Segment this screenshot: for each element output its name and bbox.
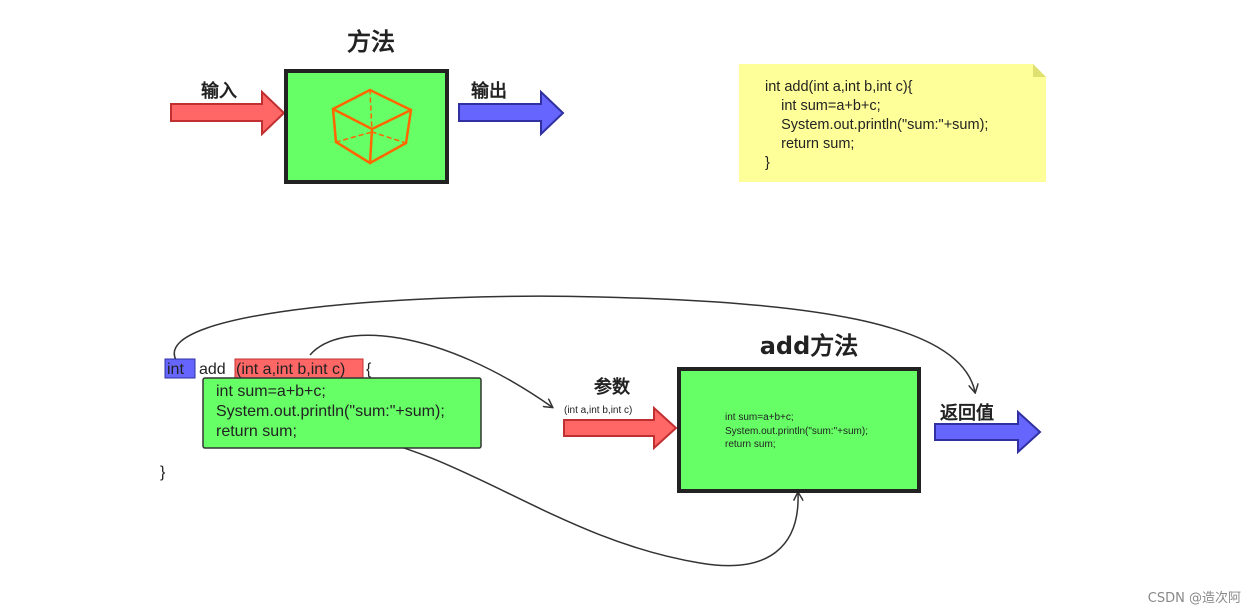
input-arrow xyxy=(170,89,286,137)
param-arrow xyxy=(563,405,678,451)
code-body-box xyxy=(202,377,482,449)
code-note xyxy=(739,64,1046,182)
body-line-3: return sum; xyxy=(216,423,297,440)
return-type-highlight xyxy=(164,358,196,379)
top-title: 方法 xyxy=(347,28,395,56)
box-line-1: int sum=a+b+c; xyxy=(725,412,794,423)
close-brace: } xyxy=(160,464,166,481)
body-connector xyxy=(349,433,798,567)
box-line-2: System.out.println("sum:"+sum); xyxy=(725,426,868,437)
add-method-title: add方法 xyxy=(760,332,859,360)
input-label: 输入 xyxy=(201,80,237,102)
note-line-2: int sum=a+b+c; xyxy=(765,98,881,114)
body-line-2: System.out.println("sum:"+sum); xyxy=(216,403,445,420)
method-box xyxy=(284,69,449,184)
method-name-text: add xyxy=(199,361,226,378)
output-label: 输出 xyxy=(471,80,507,102)
return-arrow xyxy=(934,409,1042,455)
params-connector xyxy=(309,334,552,407)
param-label: 参数 xyxy=(594,376,631,398)
note-line-5: } xyxy=(765,155,770,171)
return-type-text: int xyxy=(167,361,184,378)
output-arrow xyxy=(458,89,565,137)
watermark: CSDN @造次阿 xyxy=(1148,590,1241,606)
param-detail: (int a,int b,int c) xyxy=(564,405,632,416)
body-line-1: int sum=a+b+c; xyxy=(216,383,326,400)
note-line-1: int add(int a,int b,int c){ xyxy=(765,79,913,95)
params-text: (int a,int b,int c) xyxy=(236,361,345,378)
return-type-connector xyxy=(173,295,975,392)
box-line-3: return sum; xyxy=(725,439,776,450)
note-line-4: return sum; xyxy=(765,136,854,152)
add-method-box xyxy=(677,367,921,493)
open-brace: { xyxy=(366,361,372,378)
cube-icon xyxy=(331,88,413,165)
note-line-3: System.out.println("sum:"+sum); xyxy=(765,117,988,133)
return-label: 返回值 xyxy=(940,402,994,424)
